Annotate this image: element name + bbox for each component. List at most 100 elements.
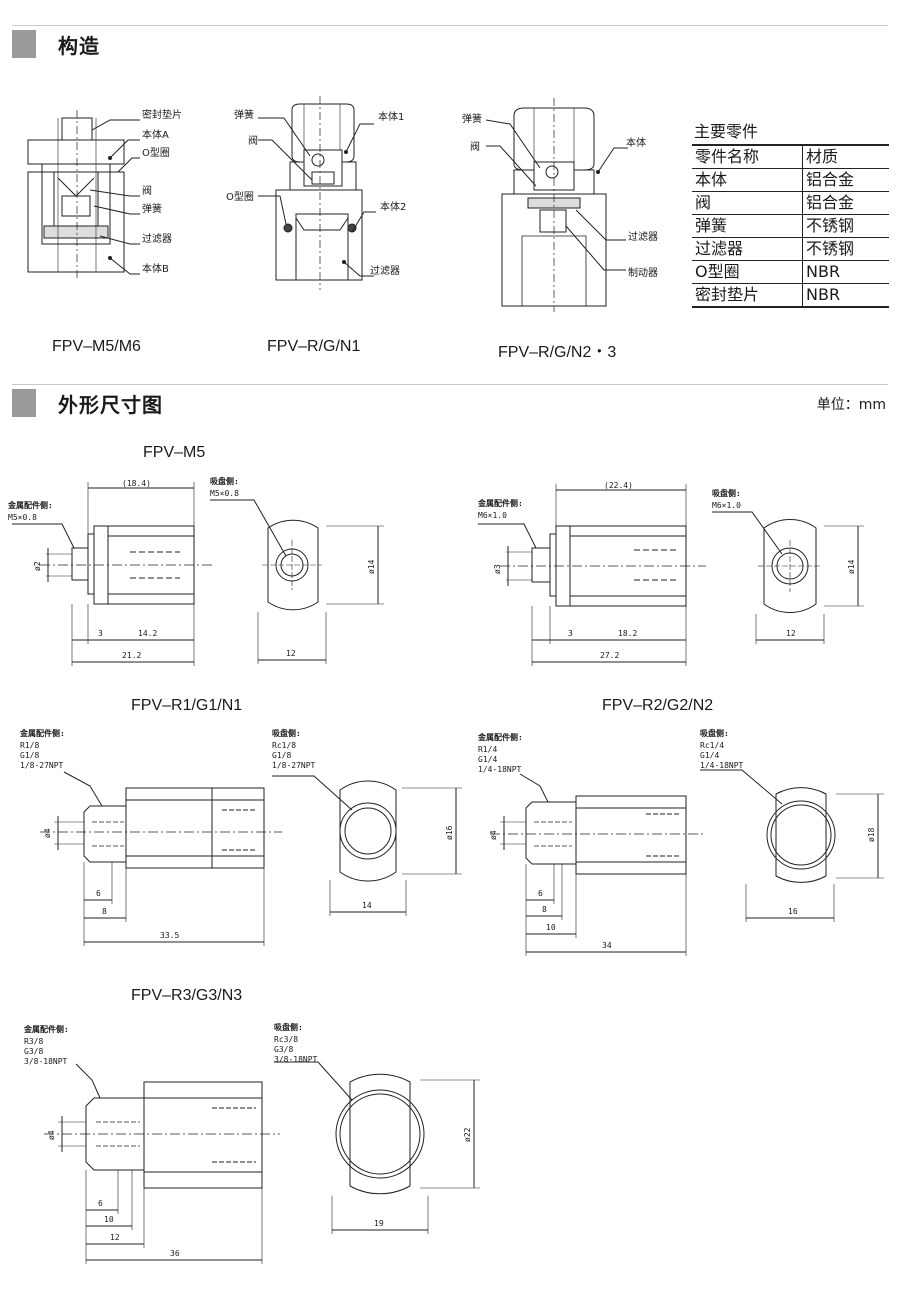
label-filter: 过滤器 (370, 264, 400, 277)
svg-text:(18.4): (18.4) (122, 479, 151, 488)
svg-text:ø22: ø22 (463, 1127, 472, 1142)
label-o-ring: O型圈 (226, 190, 254, 203)
svg-text:吸盘侧:: 吸盘侧: (210, 476, 239, 486)
svg-text:Rc1/4: Rc1/4 (700, 741, 724, 750)
label-spring: 弹簧 (142, 202, 162, 215)
svg-text:3/8-18NPT: 3/8-18NPT (274, 1055, 318, 1064)
dim-r3-end-view (274, 1061, 480, 1234)
svg-text:10: 10 (104, 1215, 114, 1224)
dim-m5-end-view (210, 499, 384, 664)
structure-r1-section-view (258, 96, 376, 290)
svg-text:吸盘侧:: 吸盘侧: (712, 488, 741, 498)
structure-m5-labels: 密封垫片 本体A O型圈 阀 弹簧 过滤器 本体B (142, 108, 182, 275)
svg-text:21.2: 21.2 (122, 651, 141, 660)
dim-r3-side-view (44, 1063, 280, 1264)
model-caption-r2: FPV–R/G/N2・3 (498, 344, 617, 361)
svg-text:Rc1/8: Rc1/8 (272, 741, 296, 750)
svg-text:M5×0.8: M5×0.8 (8, 513, 37, 522)
label-valve: 阀 (142, 184, 152, 197)
drawing-title-r3: FPV–R3/G3/N3 (131, 987, 243, 1004)
structure-r1-labels: 弹簧 阀 O型圈 本体1 本体2 过滤器 (226, 108, 406, 277)
dim-r2-end-view (700, 769, 884, 922)
structure-r2-labels: 弹簧 阀 本体 过滤器 制动器 (462, 112, 658, 279)
label-body-2: 本体2 (380, 200, 406, 213)
dim-m6-side-view (478, 484, 706, 666)
svg-text:ø14: ø14 (847, 559, 856, 574)
svg-text:ø4: ø4 (47, 1130, 56, 1140)
dim-r1-labels: 金属配件侧: R1/8 G1/8 1/8-27NPT 吸盘侧: Rc1/8 G1… (19, 728, 454, 940)
unit-label: 单位：mm (816, 397, 886, 413)
dim-m5-labels: 金属配件侧: M5×0.8 吸盘侧: M5×0.8 (18.4) ø2 3 14… (7, 476, 376, 660)
label-o-ring: O型圈 (142, 146, 170, 159)
svg-text:M5×0.8: M5×0.8 (210, 489, 239, 498)
dim-r2-side-view (490, 773, 704, 956)
parts-table-title: 主要零件 (694, 122, 759, 141)
structure-m5-section-view (27, 110, 140, 280)
label-stopper: 制动器 (628, 266, 658, 279)
svg-text:ø4: ø4 (43, 828, 52, 838)
svg-text:6: 6 (98, 1199, 103, 1208)
label-spring: 弹簧 (462, 112, 482, 125)
svg-text:金属配件侧:: 金属配件侧: (7, 500, 53, 510)
table-row: 本体铝合金 (692, 168, 889, 192)
section-title-structure: 构造 (58, 34, 100, 58)
svg-text:金属配件侧:: 金属配件侧: (23, 1024, 69, 1034)
svg-text:R1/8: R1/8 (20, 741, 39, 750)
dim-m6-end-view (712, 511, 864, 644)
svg-text:8: 8 (102, 907, 107, 916)
table-row: 阀铝合金 (692, 191, 889, 215)
svg-text:金属配件侧:: 金属配件侧: (477, 732, 523, 742)
svg-text:ø16: ø16 (445, 825, 454, 840)
svg-text:吸盘侧:: 吸盘侧: (274, 1022, 303, 1032)
svg-text:G1/8: G1/8 (20, 751, 39, 760)
svg-text:G1/4: G1/4 (478, 755, 497, 764)
svg-text:R3/8: R3/8 (24, 1037, 43, 1046)
dim-m5-side-view (12, 482, 214, 666)
model-caption-r1: FPV–R/G/N1 (267, 338, 361, 355)
svg-text:G1/8: G1/8 (272, 751, 291, 760)
top-rule (12, 25, 888, 26)
svg-text:14: 14 (362, 901, 372, 910)
svg-text:(22.4): (22.4) (604, 481, 633, 490)
svg-text:金属配件侧:: 金属配件侧: (477, 498, 523, 508)
svg-text:3: 3 (98, 629, 103, 638)
label-valve: 阀 (248, 134, 258, 147)
svg-text:ø18: ø18 (867, 827, 876, 842)
svg-text:Rc3/8: Rc3/8 (274, 1035, 298, 1044)
svg-text:ø3: ø3 (493, 564, 502, 574)
svg-text:36: 36 (170, 1249, 180, 1258)
table-row: 弹簧不锈钢 (692, 214, 889, 238)
svg-text:16: 16 (788, 907, 798, 916)
svg-text:ø14: ø14 (367, 559, 376, 574)
svg-text:3: 3 (568, 629, 573, 638)
svg-text:12: 12 (786, 629, 796, 638)
section-marker (12, 389, 36, 417)
svg-text:27.2: 27.2 (600, 651, 619, 660)
svg-text:M6×1.0: M6×1.0 (712, 501, 741, 510)
table-row: 过滤器不锈钢 (692, 237, 889, 261)
drawing-title-m5: FPV–M5 (143, 444, 206, 461)
svg-text:吸盘侧:: 吸盘侧: (272, 728, 301, 738)
structure-r2-section-view (485, 98, 628, 312)
svg-text:1/8-27NPT: 1/8-27NPT (272, 761, 316, 770)
svg-text:6: 6 (96, 889, 101, 898)
mid-rule (12, 384, 888, 385)
svg-text:G3/8: G3/8 (24, 1047, 43, 1056)
dim-r3-labels: 金属配件侧: R3/8 G3/8 3/8-18NPT 吸盘侧: Rc3/8 G3… (23, 1022, 472, 1258)
svg-text:1/4-18NPT: 1/4-18NPT (700, 761, 744, 770)
label-body-1: 本体1 (378, 110, 404, 123)
svg-text:吸盘侧:: 吸盘侧: (700, 728, 729, 738)
table-row: 零件名称材质 (692, 144, 889, 169)
svg-text:6: 6 (538, 889, 543, 898)
svg-text:G1/4: G1/4 (700, 751, 719, 760)
svg-text:R1/4: R1/4 (478, 745, 497, 754)
dim-r1-end-view (272, 775, 462, 916)
label-gasket: 密封垫片 (142, 108, 182, 121)
svg-text:12: 12 (110, 1233, 120, 1242)
svg-text:10: 10 (546, 923, 556, 932)
drawing-title-r1: FPV–R1/G1/N1 (131, 697, 243, 714)
svg-text:8: 8 (542, 905, 547, 914)
